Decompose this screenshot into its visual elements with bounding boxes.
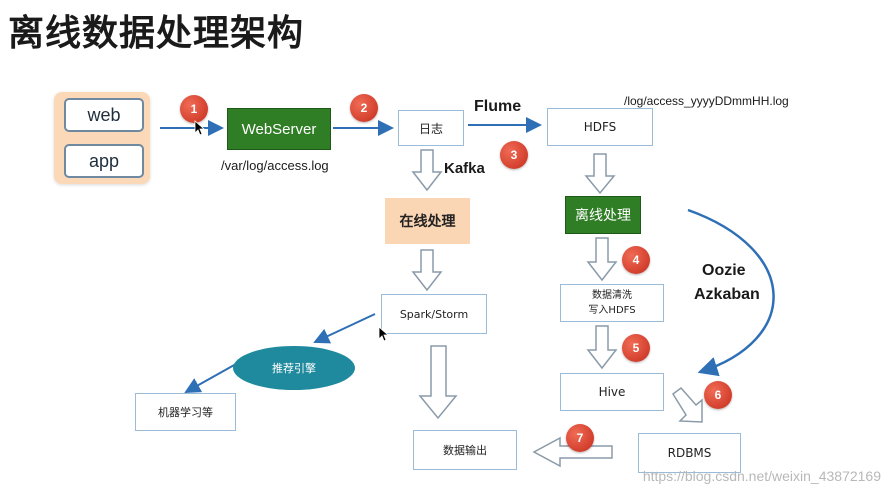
mouse-cursor-icon <box>194 120 206 136</box>
clean-write-hdfs-node: 数据清洗 写入HDFS <box>560 284 664 322</box>
move-cursor-icon <box>378 326 390 342</box>
recommend-engine-node: 推荐引擎 <box>233 346 355 390</box>
arrow-recommend-ml <box>184 363 237 393</box>
client-group: web app <box>54 92 150 184</box>
web-client: web <box>64 98 144 132</box>
spark-storm-node: Spark/Storm <box>381 294 487 334</box>
log-node: 日志 <box>398 110 464 146</box>
kafka-label: Kafka <box>444 160 485 177</box>
step-badge-1: 1 <box>180 95 208 123</box>
hollow-arrow-log-online <box>411 149 443 192</box>
step-badge-2: 2 <box>350 94 378 122</box>
step-badge-5: 5 <box>622 334 650 362</box>
watermark: https://blog.csdn.net/weixin_43872169 <box>642 468 881 484</box>
data-output-node: 数据输出 <box>413 430 517 470</box>
hollow-arrow-clean-hive <box>586 325 618 370</box>
hollow-arrow-rdbms-output <box>532 436 613 468</box>
access-log-path-label: /var/log/access.log <box>221 158 329 173</box>
hdfs-node: HDFS <box>547 108 653 146</box>
webserver-node: WebServer <box>227 108 331 150</box>
step-badge-4: 4 <box>622 246 650 274</box>
hollow-arrow-hdfs-offline <box>584 153 616 195</box>
clean-line-1: 数据清洗 <box>592 290 632 301</box>
offline-processing-node: 离线处理 <box>565 196 641 234</box>
machine-learning-node: 机器学习等 <box>135 393 236 431</box>
hollow-arrow-online-spark <box>411 249 443 292</box>
rdbms-node: RDBMS <box>638 433 741 473</box>
hdfs-path-label: /log/access_yyyyDDmmHH.log <box>624 94 789 108</box>
arrow-oozie-schedule <box>687 208 775 377</box>
hollow-arrow-hive-rdbms <box>672 386 703 423</box>
hollow-arrow-offline-clean <box>586 237 618 282</box>
hive-node: Hive <box>560 373 664 411</box>
app-client: app <box>64 144 144 178</box>
step-badge-3: 3 <box>500 141 528 169</box>
step-badge-6: 6 <box>704 381 732 409</box>
oozie-label: Oozie <box>702 262 746 279</box>
step-badge-7: 7 <box>566 424 594 452</box>
azkaban-label: Azkaban <box>694 286 760 303</box>
arrow-spark-recommend <box>313 313 376 344</box>
hollow-arrow-spark-output <box>418 345 458 420</box>
clean-line-2: 写入HDFS <box>588 305 636 316</box>
page-title: 离线数据处理架构 <box>8 13 305 54</box>
flume-label: Flume <box>474 98 522 115</box>
online-processing-node: 在线处理 <box>385 198 470 244</box>
